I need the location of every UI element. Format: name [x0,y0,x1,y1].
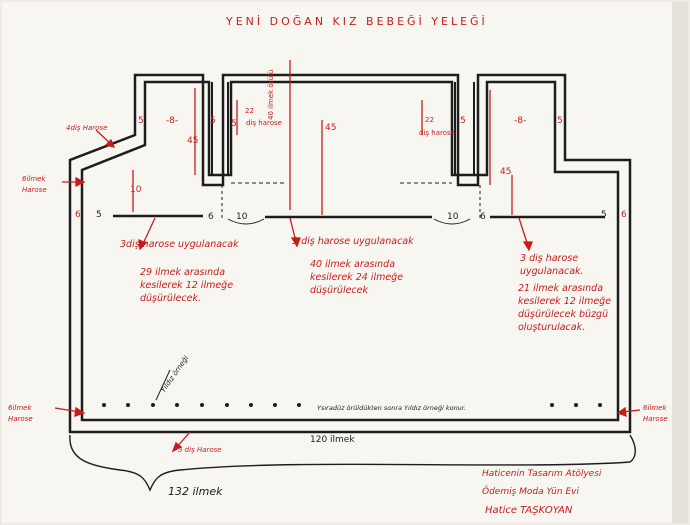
signature-line-3: Hatice TAŞKOYAN [485,505,573,516]
side-label: Harose [8,415,33,423]
dim-6: 6 [208,212,214,222]
side-label: 6ilmek [22,175,46,183]
star-pattern-dots [102,403,602,407]
dim-5: 5 [231,119,237,129]
dim-45: 45 [500,167,512,177]
dim-22: 22 [425,116,434,124]
dim-5: 5 [601,210,607,220]
note-left-head: 3diş harose uygulanacak [120,239,239,250]
dis-harose-label: diş harose [246,119,282,127]
side-label: 6ilmek [8,404,32,412]
dim-10: 10 [236,212,248,222]
red-arrows [54,129,641,453]
dim-6: 6 [480,212,486,222]
dim-10: 10 [130,185,142,195]
red-dimension-lines [132,60,513,215]
dim-8: -8- [166,116,179,126]
dim-5: 5 [210,116,216,126]
note-right-body: 21 ilmek arasında kesilerek 12 ilmeğe dü… [518,283,612,333]
dim-22: 22 [245,107,254,115]
vest-outer-outline [68,73,632,434]
dim-5: 5 [96,210,102,220]
side-label: Harose [22,186,47,194]
dim-6: 6 [75,210,81,220]
dim-45: 45 [187,136,199,146]
bottom-harose-label: 3 diş Harose [178,446,222,454]
row-note: Ysıradüz örüldükten sonra Yıldız örneği … [317,404,466,412]
bottom-brace [69,434,636,492]
side-label: 6ilmek [643,404,667,412]
dim-5: 5 [557,116,563,126]
signature-line-1: Haticenin Tasarım Atölyesi [482,469,602,479]
side-label: Harose [643,415,668,423]
dim-45: 45 [325,123,337,133]
vest-inner-outline [80,80,620,422]
dim-10: 10 [447,212,459,222]
dim-5: 5 [460,116,466,126]
note-left-body: 29 ilmek arasında kesilerek 12 ilmeğe dü… [140,267,234,304]
width-inner-label: 120 ilmek [310,435,355,445]
dim-8: -8- [514,116,527,126]
signature-line-2: Ödemiş Moda Yün Evi [482,487,579,497]
dim-40-vertical: 40 ilmek örülü [267,69,275,120]
note-center-head: 3 diş harose uygulanacak [292,236,414,247]
dis-harose-label: diş harose [419,129,455,137]
note-center-body: 40 ilmek arasında kesilerek 24 ilmeğe dü… [310,259,404,296]
dim-6: 6 [621,210,627,220]
width-total-label: 132 ilmek [168,485,223,498]
harose-label-top-left: 4diş Harose [66,124,108,132]
note-right-head: 3 diş harose uygulanacak. [520,253,584,277]
page-title: YENİ DOĞAN KIZ BEBEĞİ YELEĞİ [226,15,488,28]
dim-5: 5 [138,116,144,126]
